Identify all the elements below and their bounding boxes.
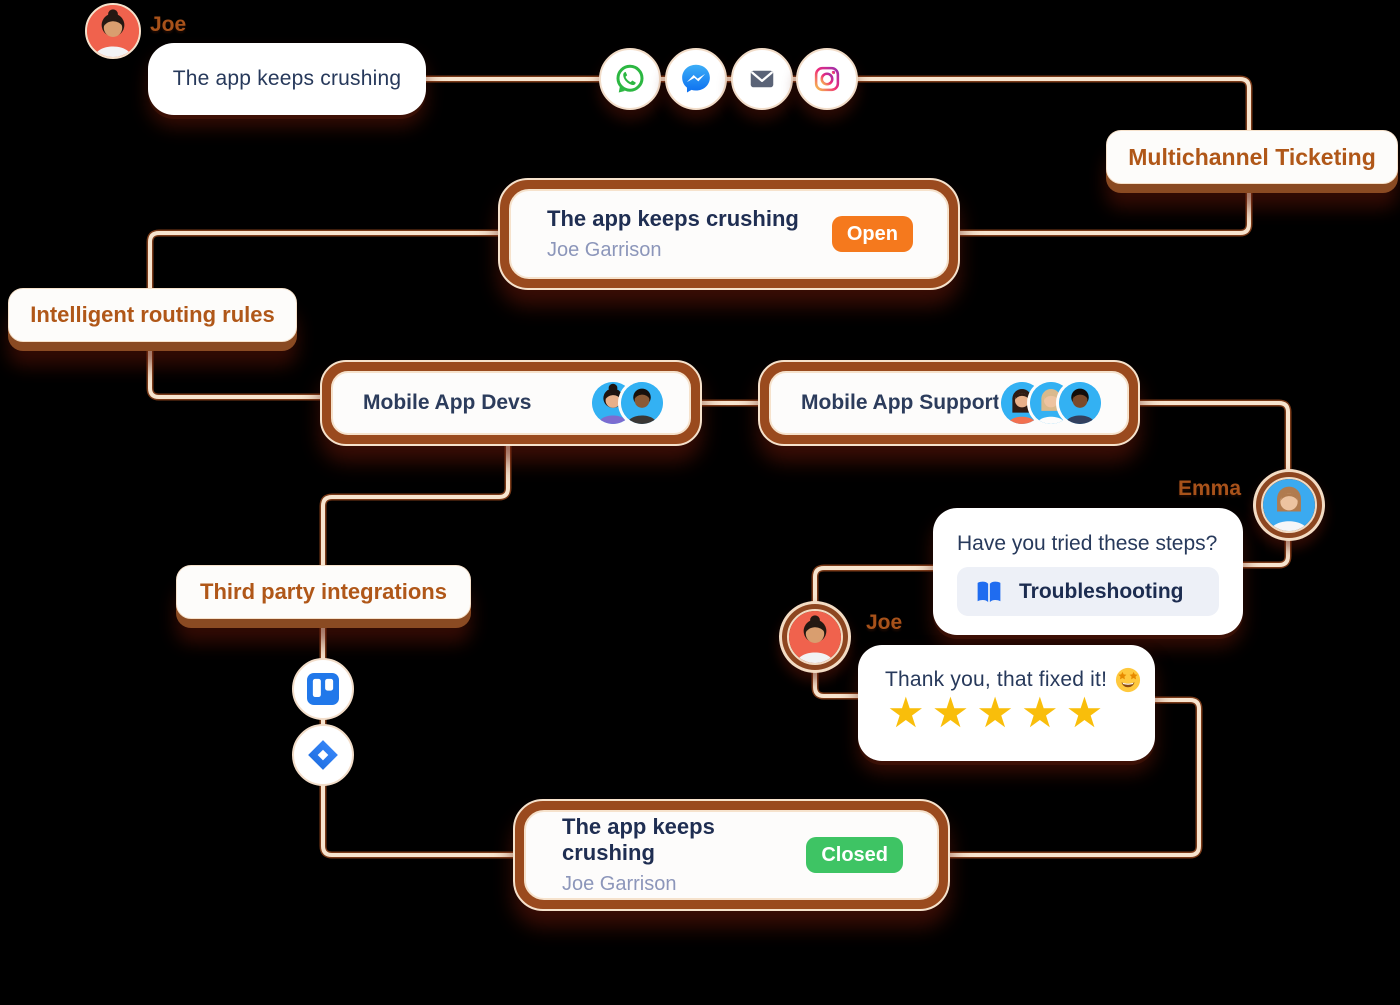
book-icon bbox=[977, 581, 1001, 602]
emma-illustration bbox=[1263, 479, 1315, 531]
channel-whatsapp bbox=[599, 48, 661, 110]
channel-messenger bbox=[665, 48, 727, 110]
integration-jira bbox=[292, 724, 354, 786]
closed-status-badge: Closed bbox=[806, 837, 903, 873]
team-support-label: Mobile App Support bbox=[801, 391, 1000, 414]
star-struck-emoji-icon bbox=[1116, 667, 1141, 693]
actor-name-emma: Emma bbox=[1178, 477, 1242, 500]
agent-question-text: Have you tried these steps? bbox=[957, 532, 1218, 555]
rating-stars: ★★★★★ bbox=[887, 688, 1111, 737]
actor-name-joe: Joe bbox=[150, 13, 187, 36]
closed-ticket-title: The app keeps crushing bbox=[562, 814, 715, 865]
actor-name-joe-review: Joe bbox=[866, 611, 903, 634]
agent-reply-bubble: Have you tried these steps? Troubleshoot… bbox=[933, 508, 1243, 635]
avatar-dev-man bbox=[621, 382, 663, 424]
customer-message-bubble: The app keeps crushing bbox=[148, 43, 426, 115]
troubleshooting-link[interactable]: Troubleshooting bbox=[957, 567, 1219, 616]
messenger-icon bbox=[682, 64, 710, 93]
team-devs-card: Mobile App Devs bbox=[320, 360, 702, 446]
label-routing-text: Intelligent routing rules bbox=[30, 302, 275, 327]
avatar-joe-review bbox=[779, 601, 851, 673]
team-devs-label: Mobile App Devs bbox=[363, 391, 532, 414]
avatar-support-man bbox=[1059, 382, 1101, 424]
troubleshooting-label: Troubleshooting bbox=[1019, 579, 1184, 603]
avatar-joe bbox=[85, 3, 141, 59]
open-ticket-requester: Joe Garrison bbox=[547, 239, 662, 261]
joe-review-illustration bbox=[789, 611, 841, 663]
open-ticket-title: The app keeps crushing bbox=[547, 206, 799, 231]
label-intelligent-routing: Intelligent routing rules bbox=[8, 288, 297, 342]
team-devs-avatars bbox=[592, 382, 663, 424]
channel-email bbox=[731, 48, 793, 110]
open-ticket-card: The app keeps crushing Joe Garrison Open bbox=[498, 178, 960, 290]
label-third-party-integrations: Third party integrations bbox=[176, 565, 471, 619]
label-multichannel-text: Multichannel Ticketing bbox=[1128, 143, 1376, 170]
customer-thanks-bubble: Thank you, that fixed it! ★★★★★ bbox=[858, 645, 1155, 761]
customer-message-text: The app keeps crushing bbox=[172, 67, 402, 90]
jira-icon bbox=[308, 740, 338, 770]
email-icon bbox=[750, 70, 774, 88]
whatsapp-icon bbox=[616, 64, 644, 93]
team-support-avatars bbox=[1001, 382, 1101, 424]
joe-illustration bbox=[87, 5, 139, 57]
label-multichannel-ticketing: Multichannel Ticketing bbox=[1106, 130, 1398, 184]
integration-trello bbox=[292, 658, 354, 720]
label-integrations-text: Third party integrations bbox=[200, 579, 447, 604]
closed-ticket-requester: Joe Garrison bbox=[562, 873, 677, 895]
avatar-emma bbox=[1253, 469, 1325, 541]
trello-icon bbox=[307, 673, 339, 705]
closed-ticket-card: The app keeps crushing Joe Garrison Clos… bbox=[513, 799, 950, 911]
instagram-icon bbox=[814, 66, 840, 92]
channel-instagram bbox=[796, 48, 858, 110]
team-support-card: Mobile App Support bbox=[758, 360, 1140, 446]
customer-thanks-text: Thank you, that fixed it! bbox=[885, 668, 1108, 691]
open-status-badge: Open bbox=[831, 216, 913, 252]
